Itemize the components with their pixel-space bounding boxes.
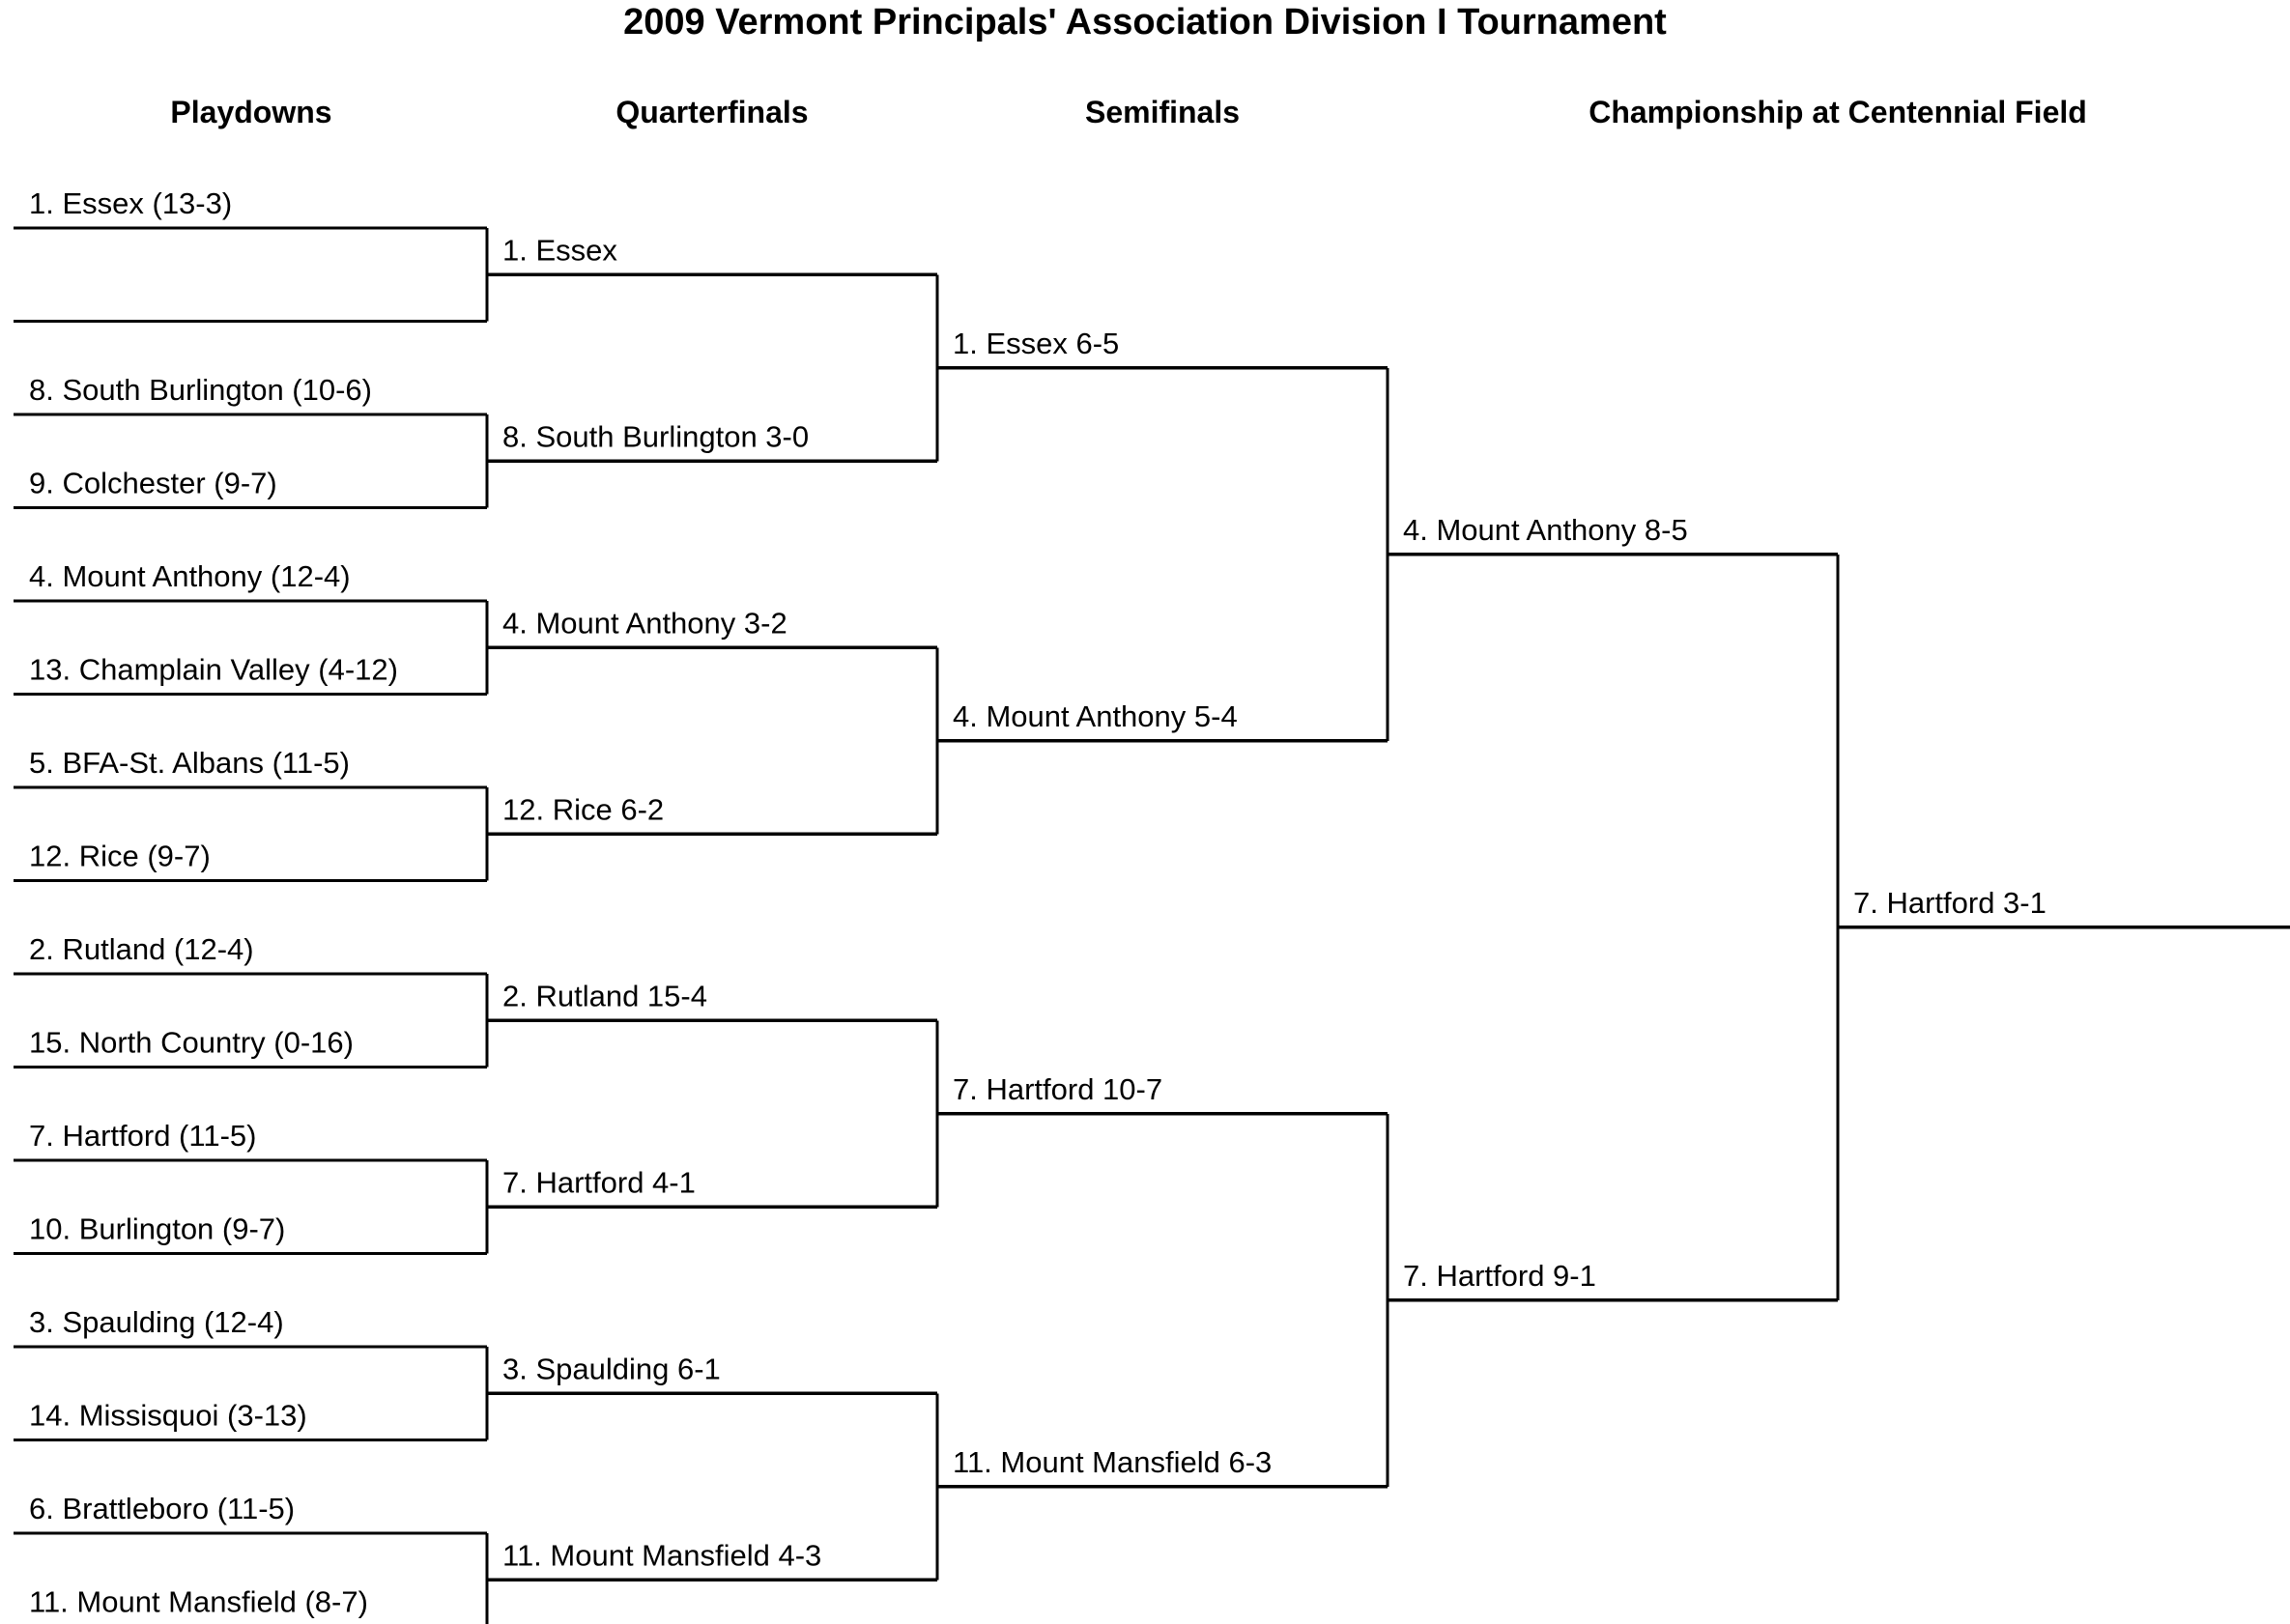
header-playdowns: Playdowns xyxy=(170,95,331,129)
champion-team-label: 7. Hartford 3-1 xyxy=(1853,886,2047,920)
bracket-title: 2009 Vermont Principals' Association Div… xyxy=(623,2,1667,43)
playdown-team-label: 8. South Burlington (10-6) xyxy=(29,373,372,407)
final-team-label: 7. Hartford 9-1 xyxy=(1403,1259,1596,1293)
final-team-label: 4. Mount Anthony 8-5 xyxy=(1403,513,1688,547)
playdown-team-label: 2. Rutland (12-4) xyxy=(29,932,254,966)
bracket-lines xyxy=(14,226,2290,1624)
semifinal-team-label: 11. Mount Mansfield 6-3 xyxy=(953,1445,1272,1479)
semifinal-team-label: 4. Mount Anthony 5-4 xyxy=(953,699,1238,733)
playdown-team-label: 6. Brattleboro (11-5) xyxy=(29,1492,295,1525)
semifinal-team-label: 7. Hartford 10-7 xyxy=(953,1072,1162,1106)
playdown-team-label: 5. BFA-St. Albans (11-5) xyxy=(29,746,350,780)
header-championship: Championship at Centennial Field xyxy=(1589,95,2087,129)
playdown-team-label: 10. Burlington (9-7) xyxy=(29,1212,285,1246)
playdown-team-label: 14. Missisquoi (3-13) xyxy=(29,1399,307,1433)
quarterfinal-team-label: 2. Rutland 15-4 xyxy=(502,979,707,1012)
playdown-team-label: 7. Hartford (11-5) xyxy=(29,1119,256,1153)
playdown-team-label: 3. Spaulding (12-4) xyxy=(29,1305,284,1339)
playdown-team-label: 13. Champlain Valley (4-12) xyxy=(29,653,398,687)
quarterfinal-team-label: 1. Essex xyxy=(502,233,617,267)
quarterfinal-team-label: 8. South Burlington 3-0 xyxy=(502,419,809,453)
quarterfinal-team-label: 3. Spaulding 6-1 xyxy=(502,1352,721,1385)
quarterfinal-team-label: 11. Mount Mansfield 4-3 xyxy=(502,1538,821,1572)
header-quarterfinals: Quarterfinals xyxy=(615,95,808,129)
playdown-team-label: 4. Mount Anthony (12-4) xyxy=(29,559,351,593)
bracket-labels: 1. Essex (13-3) 8. South Burlington (10-6… xyxy=(29,186,2047,1619)
playdown-team-label: 11. Mount Mansfield (8-7) xyxy=(29,1585,368,1619)
semifinal-team-label: 1. Essex 6-5 xyxy=(953,327,1119,360)
playdown-team-label: 12. Rice (9-7) xyxy=(29,840,211,873)
playdown-team-label: 1. Essex (13-3) xyxy=(29,186,232,220)
quarterfinal-team-label: 12. Rice 6-2 xyxy=(502,792,664,826)
playdown-team-label: 15. North Country (0-16) xyxy=(29,1026,354,1060)
playdown-team-label: 9. Colchester (9-7) xyxy=(29,467,277,500)
header-semifinals: Semifinals xyxy=(1085,95,1240,129)
quarterfinal-team-label: 7. Hartford 4-1 xyxy=(502,1165,696,1199)
quarterfinal-team-label: 4. Mount Anthony 3-2 xyxy=(502,606,787,640)
